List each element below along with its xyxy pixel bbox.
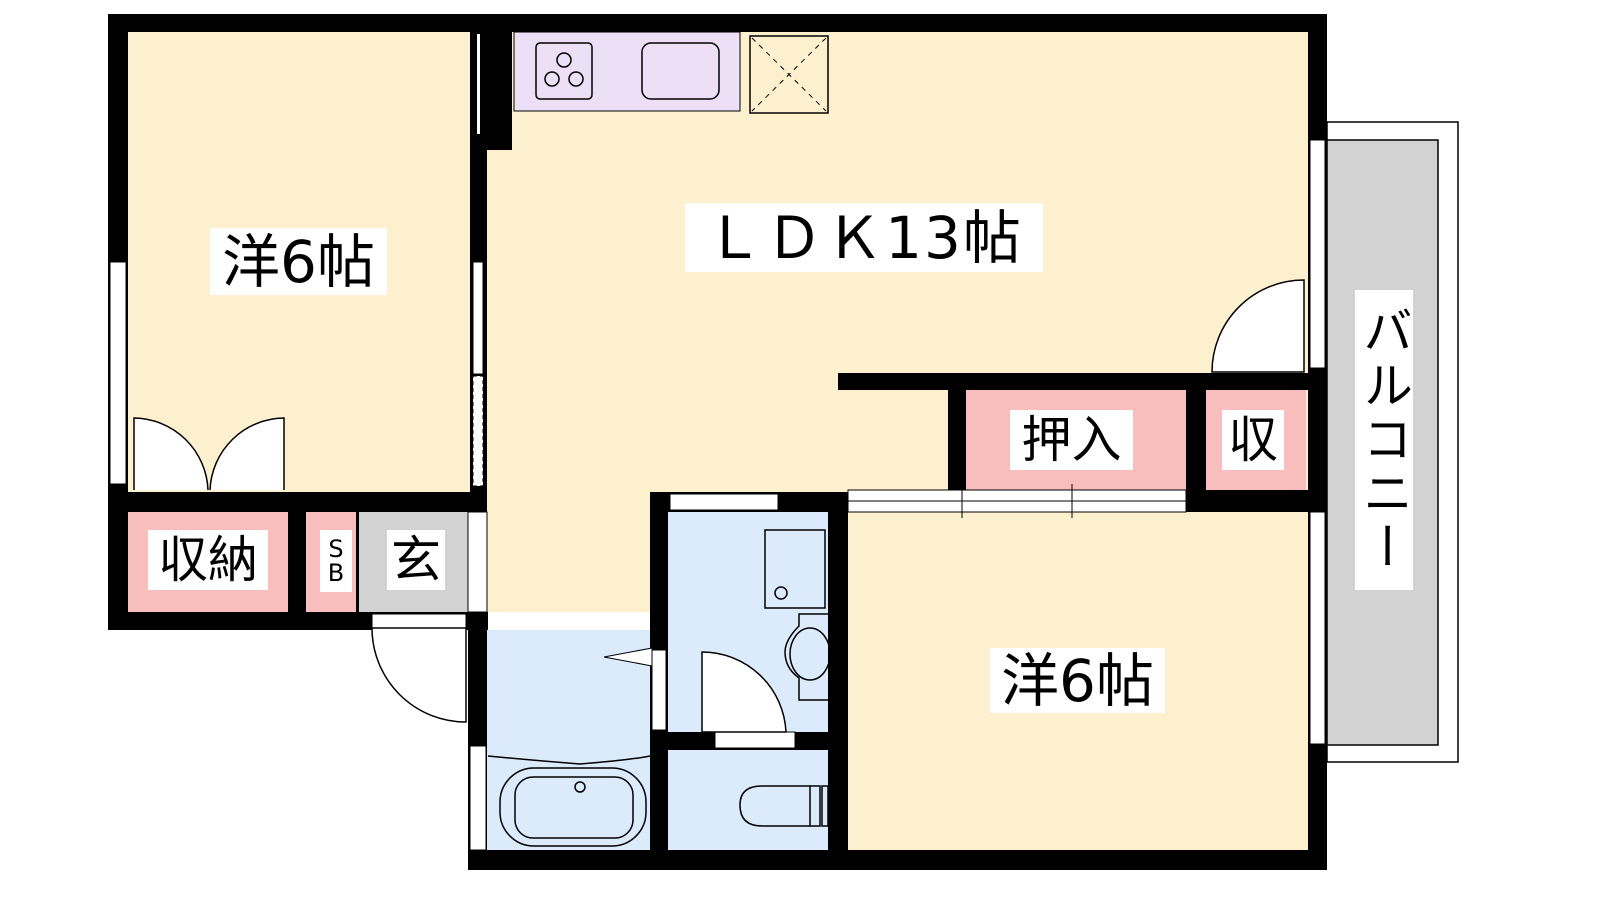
storage-label: 収納 <box>148 530 268 590</box>
drain <box>774 586 788 600</box>
toilet-floor <box>668 750 828 850</box>
toilet-seat <box>809 785 821 827</box>
wall <box>487 32 512 150</box>
wall <box>948 390 966 500</box>
window-left <box>109 261 127 485</box>
wall-closet-top <box>838 373 1308 390</box>
entrance-frame <box>467 511 488 613</box>
refrigerator-space <box>749 35 829 114</box>
ldk-label: ＬＤＫ13帖 <box>685 203 1043 272</box>
toilet-tank <box>821 785 829 827</box>
balcony-door[interactable] <box>1211 279 1305 373</box>
sliding-door <box>472 375 484 487</box>
small-storage-label: 収 <box>1222 410 1284 470</box>
wall <box>288 512 306 612</box>
basin <box>789 627 831 681</box>
window-bath <box>469 745 487 851</box>
window <box>472 261 484 375</box>
bathtub-inner <box>514 776 634 839</box>
wall <box>1206 490 1308 512</box>
burner <box>556 52 572 68</box>
bathroom-floor <box>487 630 650 850</box>
washroom-door[interactable] <box>701 651 787 733</box>
oshiire-label: 押入 <box>1010 410 1133 470</box>
closet-door-left[interactable] <box>133 417 209 491</box>
bath-edge <box>487 755 651 765</box>
wall-line <box>477 34 480 134</box>
entrance-label: 玄 <box>387 530 445 590</box>
washing-machine-icon <box>764 529 826 609</box>
wall-top <box>108 14 1327 32</box>
bathtub-icon <box>499 767 647 847</box>
entrance-door-frame <box>371 613 467 629</box>
bath-door-handle <box>603 647 653 667</box>
toilet-icon <box>739 785 810 827</box>
ldk-floor-lower <box>487 492 650 612</box>
entrance-door[interactable] <box>371 627 467 723</box>
washbasin-icon <box>784 613 828 701</box>
wall <box>1186 390 1206 512</box>
closet-door-right[interactable] <box>209 417 285 491</box>
western-room-2-label: 洋6帖 <box>990 648 1165 713</box>
drain <box>574 781 586 793</box>
wall-middle-left <box>108 492 487 512</box>
window-room2 <box>1309 511 1326 745</box>
sink-icon <box>641 42 720 100</box>
wall <box>356 512 359 612</box>
window-ldk <box>1309 139 1326 369</box>
burner <box>544 71 560 87</box>
wall-bottom <box>468 850 1327 870</box>
shoe-box-label: S B <box>320 530 352 592</box>
shoe-box-label-b: B <box>327 559 345 587</box>
stove-icon <box>535 42 593 100</box>
balcony-label: バルコニー <box>1355 290 1413 590</box>
bath-door <box>651 649 667 731</box>
toilet-door-frame <box>714 731 796 749</box>
refrigerator-cross <box>751 37 827 112</box>
shoe-box-label-s: S <box>328 535 344 563</box>
burner <box>568 71 584 87</box>
window <box>669 493 779 511</box>
western-room-1-label: 洋6帖 <box>210 228 387 295</box>
wall <box>828 492 848 850</box>
